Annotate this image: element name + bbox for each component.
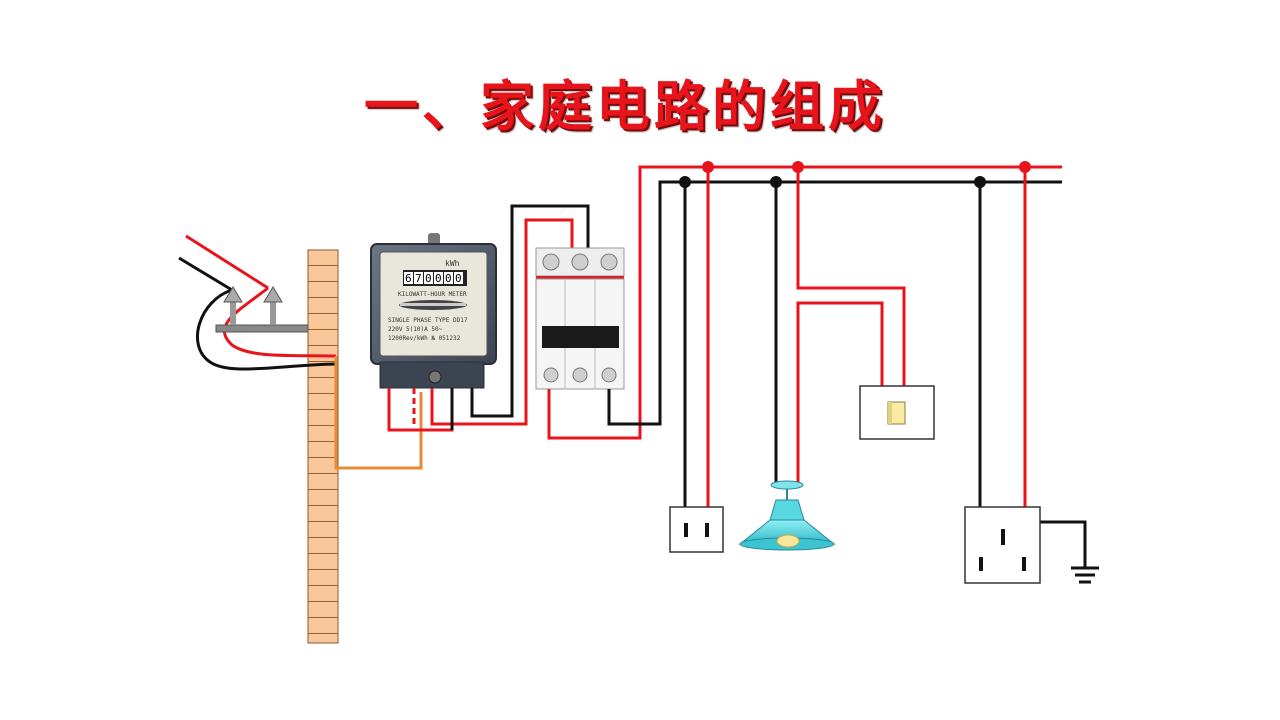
svg-text:0: 0: [445, 272, 452, 285]
meter-unit: kWh: [445, 259, 460, 268]
brick-wall: [307, 249, 339, 644]
circuit-breaker: [535, 247, 625, 390]
svg-text:0: 0: [425, 272, 432, 285]
meter-wiring: [387, 204, 590, 432]
breaker-output-wiring: [547, 165, 1062, 440]
ground-icon: [1071, 566, 1099, 584]
junction-dots: [679, 161, 1031, 188]
meter-counter: 6 7 0 0 0 0: [403, 270, 467, 286]
branch-wiring: [683, 167, 1087, 568]
meter-rating-line: 220V 5(10)A 50~: [388, 326, 443, 333]
svg-text:7: 7: [415, 272, 422, 285]
svg-text:0: 0: [435, 272, 442, 285]
insulator-bracket: [215, 286, 309, 333]
three-pin-socket: [964, 506, 1041, 584]
svg-text:0: 0: [455, 272, 462, 285]
svg-text:6: 6: [405, 272, 412, 285]
meter-constant-line: 1200Rev/kWh № 051232: [388, 335, 461, 342]
wall-switch: [859, 385, 935, 440]
meter-name-plate: KILOWATT-HOUR METER: [398, 291, 467, 298]
two-pin-socket: [669, 506, 724, 553]
meter-model-line: SINGLE PHASE TYPE DD17: [388, 317, 468, 324]
electricity-meter: kWh 6 7 0 0 0 0 KILOWATT-HOUR METER SING…: [370, 233, 497, 389]
incoming-wires: [178, 234, 337, 371]
pendant-lamp: [738, 480, 836, 551]
page-title: 一、家庭电路的组成: [364, 75, 886, 138]
